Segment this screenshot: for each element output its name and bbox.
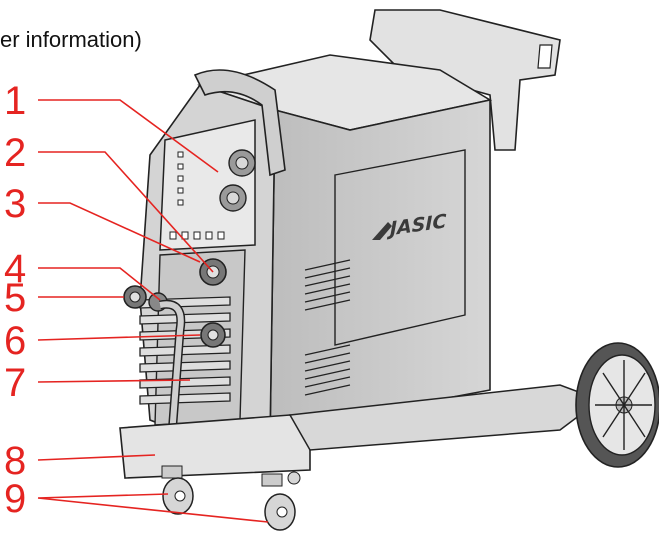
rear-handle xyxy=(369,9,561,151)
callout-1: 1 xyxy=(4,79,26,123)
castor-wheels xyxy=(161,465,301,531)
callout-6: 6 xyxy=(4,319,26,363)
control-panel xyxy=(159,119,256,251)
front-handle xyxy=(193,69,286,177)
callout-3: 3 xyxy=(4,182,26,226)
callout-7: 7 xyxy=(4,361,26,405)
caption-text: er information) xyxy=(0,27,142,52)
side-vents-lower xyxy=(304,344,351,396)
callout-4: 4 xyxy=(4,247,26,291)
rear-wheel xyxy=(575,342,659,468)
callout-numbers: 1 2 3 4 5 6 7 8 9 xyxy=(4,79,26,521)
callout-8: 8 xyxy=(4,439,26,483)
callout-5: 5 xyxy=(4,276,26,320)
callout-lines xyxy=(37,99,269,523)
callout-9: 9 xyxy=(4,477,26,521)
callout-2: 2 xyxy=(4,131,26,175)
side-vents-upper xyxy=(304,259,351,311)
panel-leds xyxy=(169,151,225,240)
undercarriage-tray xyxy=(119,414,311,479)
